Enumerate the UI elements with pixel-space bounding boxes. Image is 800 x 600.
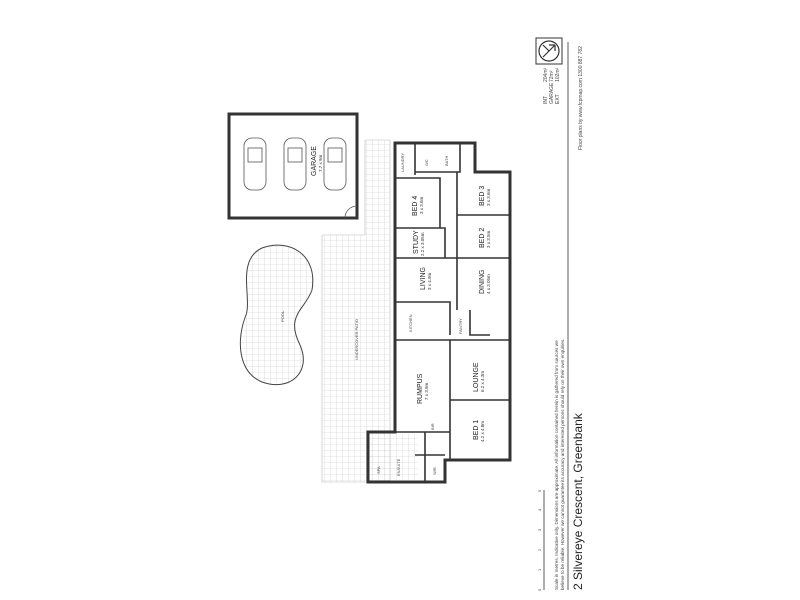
car-icon <box>283 137 307 191</box>
svg-text:2: 2 <box>537 548 542 551</box>
room-ensuite: ENSUITE <box>396 458 401 476</box>
svg-text:STUDY: STUDY <box>413 230 420 254</box>
svg-text:GARAGE: GARAGE <box>311 146 318 176</box>
svg-text:72m²: 72m² <box>549 70 555 82</box>
credit: Floor plans by www.fcpmap.com 1300 887 7… <box>578 46 584 150</box>
svg-text:3 x 3.6m: 3 x 3.6m <box>486 188 491 206</box>
room-bed1: BED 1 4.2 x 4.8m <box>473 420 485 442</box>
svg-text:7 x 3.9m: 7 x 3.9m <box>424 382 429 400</box>
pool: POOL <box>239 244 314 386</box>
scale-bar: 0 1 2 3 4 5 <box>537 489 545 591</box>
svg-text:BED 3: BED 3 <box>479 186 486 206</box>
svg-text:4: 4 <box>537 508 542 511</box>
svg-text:BED 2: BED 2 <box>479 228 486 248</box>
address-title: 2 Silvereye Crescent, Greenbank <box>571 412 585 590</box>
svg-text:GARAGE: GARAGE <box>549 82 555 104</box>
svg-text:BATH: BATH <box>444 156 449 166</box>
svg-text:LOUNGE: LOUNGE <box>473 362 480 392</box>
svg-text:BED 4: BED 4 <box>412 196 419 216</box>
logo-icon <box>535 37 563 65</box>
room-study: STUDY 2.2 x 3.05m <box>413 230 425 256</box>
room-bath: BATH <box>444 156 449 166</box>
room-bir: BIR <box>430 423 435 430</box>
room-wir: WIR <box>432 467 437 475</box>
room-living: LIVING 3 x 4.9m <box>420 267 432 290</box>
svg-text:4 x 3.05m: 4 x 3.05m <box>486 274 491 294</box>
svg-text:WC: WC <box>424 159 429 166</box>
svg-text:BIR: BIR <box>430 423 435 430</box>
svg-text:102m²: 102m² <box>555 67 561 82</box>
svg-text:7.7 x 9m: 7.7 x 9m <box>318 154 323 172</box>
svg-text:EXT: EXT <box>555 94 561 104</box>
disclaimer-line-1: Scale in metres. Indicative only. Dimens… <box>554 340 559 590</box>
room-wc: WC <box>424 159 429 166</box>
svg-text:WIR: WIR <box>432 467 437 475</box>
room-kitchen: KITCHEN <box>408 314 413 332</box>
area-summary: INT 204m² GARAGE 72m² EXT 102m² <box>543 67 561 104</box>
svg-text:1: 1 <box>537 568 542 571</box>
door-swing <box>344 205 358 219</box>
svg-text:204m²: 204m² <box>543 67 549 82</box>
svg-text:DINING: DINING <box>479 270 486 295</box>
undercover-patio: UNDERCOVER PATIO <box>321 139 391 483</box>
svg-text:6.2 x 4.3m: 6.2 x 4.3m <box>480 371 485 392</box>
svg-text:5: 5 <box>537 489 542 492</box>
room-dining: DINING 4 x 3.05m <box>479 270 491 295</box>
room-pantry: PANTRY <box>458 318 463 334</box>
garage: GARAGE 7.7 x 9m <box>227 112 359 220</box>
svg-text:3 x 3.5m: 3 x 3.5m <box>486 230 491 248</box>
room-spa: SPA <box>376 466 381 474</box>
car-icon <box>243 137 267 191</box>
svg-text:RUMPUS: RUMPUS <box>417 373 424 404</box>
room-laundry: LAUNDRY <box>400 153 405 172</box>
room-lounge: LOUNGE 6.2 x 4.3m <box>473 362 485 392</box>
svg-text:PANTRY: PANTRY <box>458 318 463 334</box>
car-icon <box>323 137 347 191</box>
svg-text:SPA: SPA <box>376 466 381 474</box>
room-bed2: BED 2 3 x 3.5m <box>479 228 491 248</box>
svg-text:3 x 4.9m: 3 x 4.9m <box>427 272 432 290</box>
svg-text:LAUNDRY: LAUNDRY <box>400 153 405 172</box>
svg-text:POOL: POOL <box>280 310 285 322</box>
svg-text:ENSUITE: ENSUITE <box>396 458 401 476</box>
svg-text:0: 0 <box>537 588 542 591</box>
room-bed3: BED 3 3 x 3.6m <box>479 186 491 206</box>
room-bed4: BED 4 3 x 3.6m <box>412 196 424 216</box>
disclaimer-line-2: believe to be reliable. However we canno… <box>560 338 565 590</box>
svg-text:3 x 3.6m: 3 x 3.6m <box>419 196 424 214</box>
svg-text:KITCHEN: KITCHEN <box>408 314 413 332</box>
svg-text:LIVING: LIVING <box>420 267 427 290</box>
house <box>366 141 512 484</box>
svg-text:INT: INT <box>543 96 549 104</box>
svg-text:BED 1: BED 1 <box>473 420 480 440</box>
room-rumpus: RUMPUS 7 x 3.9m <box>417 373 429 404</box>
svg-text:UNDERCOVER PATIO: UNDERCOVER PATIO <box>354 319 359 360</box>
svg-text:3: 3 <box>537 528 542 531</box>
svg-text:4.2 x 4.8m: 4.2 x 4.8m <box>480 421 485 442</box>
svg-text:2.2 x 3.05m: 2.2 x 3.05m <box>420 232 425 256</box>
